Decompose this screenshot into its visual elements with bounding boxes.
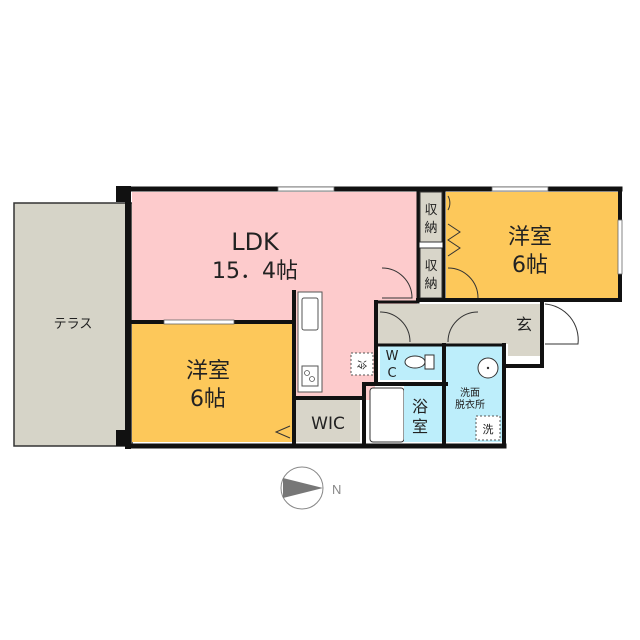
ldk-name: LDK bbox=[231, 228, 280, 256]
bath-b: 室 bbox=[412, 417, 428, 436]
washer-space bbox=[475, 415, 501, 441]
washroom-a: 洗面 bbox=[460, 387, 480, 399]
wc-b: C bbox=[387, 366, 396, 381]
bedroom-2-name: 洋室 bbox=[508, 225, 552, 250]
hallway bbox=[378, 304, 508, 344]
closet-door-mark bbox=[274, 425, 291, 439]
fridge-mark: 冷 bbox=[355, 360, 368, 370]
closet-1 bbox=[419, 191, 443, 243]
bedroom-2-size: 6帖 bbox=[512, 253, 548, 278]
closet-1-a: 収 bbox=[424, 203, 437, 218]
bedroom-1-size: 6帖 bbox=[190, 387, 226, 412]
bedroom-2 bbox=[446, 192, 618, 298]
entrance-label: 玄 bbox=[516, 315, 532, 334]
terrace-label: テラス bbox=[54, 317, 93, 332]
bathroom bbox=[404, 386, 442, 442]
ldk-size: 15．4帖 bbox=[212, 259, 298, 284]
bedroom-1-name: 洋室 bbox=[186, 359, 230, 384]
bath-a: 浴 bbox=[412, 397, 428, 416]
wc-a: W bbox=[386, 349, 399, 364]
bathtub bbox=[369, 387, 405, 443]
wic-room bbox=[296, 400, 360, 442]
entrance bbox=[508, 304, 540, 356]
closet-2-b: 納 bbox=[424, 277, 437, 292]
bedroom-1 bbox=[132, 324, 292, 442]
closet-2-a: 収 bbox=[424, 259, 437, 274]
terrace bbox=[13, 202, 133, 447]
front-door-swing bbox=[544, 303, 579, 345]
compass-icon bbox=[280, 466, 324, 510]
washer-mark: 洗 bbox=[483, 423, 494, 436]
sink-icon bbox=[301, 297, 319, 331]
fridge-space bbox=[350, 352, 374, 376]
wic-label: WIC bbox=[311, 414, 345, 434]
washroom-b: 脱衣所 bbox=[455, 398, 485, 411]
toilet-icon bbox=[404, 355, 426, 369]
compass-north-label: N bbox=[332, 482, 341, 497]
closet-1-b: 納 bbox=[424, 221, 437, 236]
stove-icon bbox=[301, 365, 319, 387]
closet-door-zigzag bbox=[447, 223, 461, 257]
windows bbox=[163, 186, 623, 325]
